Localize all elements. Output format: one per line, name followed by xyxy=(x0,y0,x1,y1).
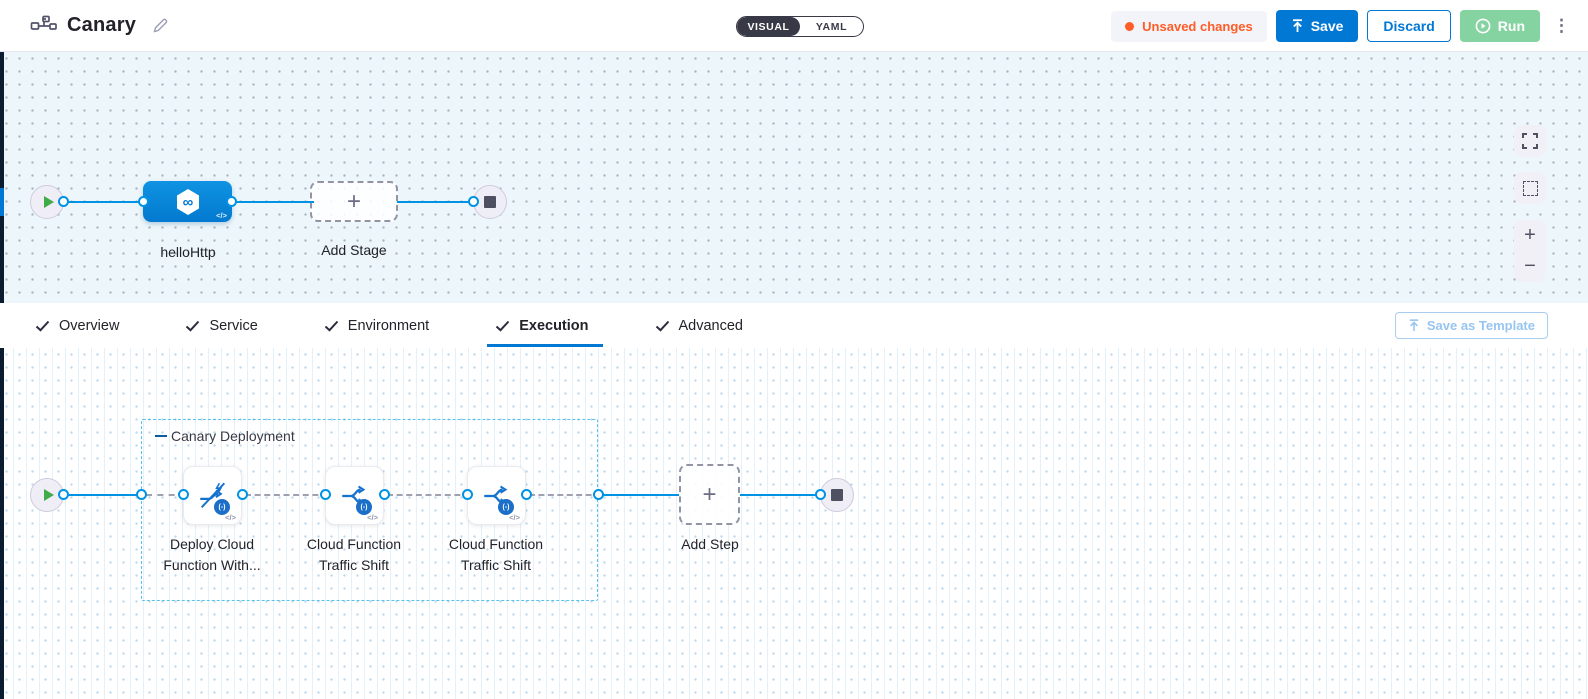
cloud-functions-badge-icon: (-) xyxy=(498,499,514,515)
connector-port[interactable] xyxy=(521,489,532,500)
connector-line xyxy=(62,494,144,496)
connector-port[interactable] xyxy=(320,489,331,500)
connector-port[interactable] xyxy=(58,489,69,500)
add-stage-label: Add Stage xyxy=(321,242,387,258)
pipeline-graph-icon xyxy=(30,15,57,37)
step-node-traffic-shift-2[interactable]: (-) </> xyxy=(467,466,526,525)
add-step-label: Add Step xyxy=(681,536,739,552)
collapse-dash-icon xyxy=(155,434,167,438)
add-step-button[interactable]: + xyxy=(679,464,740,525)
page-title: Canary xyxy=(67,14,137,36)
connector-port[interactable] xyxy=(138,196,149,207)
marquee-select-icon xyxy=(1522,180,1538,196)
stage-node-hellohttp[interactable]: ∞ </> xyxy=(143,181,232,222)
deploy-no-traffic-icon xyxy=(199,482,225,508)
toggle-yaml[interactable]: YAML xyxy=(815,20,848,33)
check-icon xyxy=(35,320,50,332)
connector-port[interactable] xyxy=(593,489,604,500)
connector-line xyxy=(245,494,328,496)
visual-yaml-toggle: VISUAL YAML xyxy=(736,16,864,37)
connector-port[interactable] xyxy=(468,196,479,207)
step-name-label: Cloud Function Traffic Shift xyxy=(448,536,544,573)
run-play-icon xyxy=(1475,18,1491,34)
fullscreen-button[interactable] xyxy=(1514,125,1546,157)
save-as-template-button[interactable]: Save as Template xyxy=(1394,312,1548,339)
step-node-traffic-shift-1[interactable]: (-) </> xyxy=(325,466,384,525)
connector-line xyxy=(740,494,822,496)
connector-port[interactable] xyxy=(136,489,147,500)
yaml-code-icon: </> xyxy=(367,513,378,522)
check-icon xyxy=(655,320,669,332)
tab-overview[interactable]: Overview xyxy=(33,303,121,348)
unsaved-dot-icon xyxy=(1125,21,1135,31)
connector-port[interactable] xyxy=(237,489,248,500)
tab-execution[interactable]: Execution xyxy=(487,303,603,348)
connector-port[interactable] xyxy=(815,489,826,500)
nav-edge-strip xyxy=(0,348,4,699)
zoom-controls: + − xyxy=(1514,220,1546,282)
connector-line xyxy=(397,201,477,203)
nav-edge-highlight xyxy=(0,188,4,216)
step-group-header[interactable]: Canary Deployment xyxy=(155,428,295,444)
check-icon xyxy=(186,320,200,332)
tab-advanced[interactable]: Advanced xyxy=(653,303,746,348)
connector-port[interactable] xyxy=(58,196,69,207)
yaml-code-icon: </> xyxy=(216,211,227,220)
stage-name-label: helloHttp xyxy=(160,244,216,260)
connector-line xyxy=(601,494,679,496)
svg-text:∞: ∞ xyxy=(182,194,193,211)
connector-line xyxy=(146,494,186,496)
cloud-function-hexagon-icon: ∞ xyxy=(172,186,204,218)
discard-button[interactable]: Discard xyxy=(1367,10,1451,42)
step-group-canary-deployment[interactable] xyxy=(141,419,598,601)
nav-edge-strip xyxy=(0,52,4,303)
publish-icon xyxy=(1409,319,1418,332)
check-icon xyxy=(496,320,510,332)
check-icon xyxy=(324,320,339,332)
header: Canary VISUAL YAML Unsaved changes xyxy=(0,0,1588,52)
execution-canvas[interactable]: Execution Rollback xyxy=(0,348,1588,699)
connector-port[interactable] xyxy=(178,489,189,500)
start-play-icon xyxy=(43,196,54,208)
unsaved-changes-badge: Unsaved changes xyxy=(1111,10,1267,42)
active-tab-underline xyxy=(487,344,603,347)
connector-line xyxy=(529,494,601,496)
connector-port[interactable] xyxy=(462,489,473,500)
cloud-functions-badge-icon: (-) xyxy=(214,499,230,515)
stop-square-icon xyxy=(831,489,843,501)
tab-service[interactable]: Service xyxy=(183,303,259,348)
step-node-deploy-cloud-function[interactable]: (-) </> xyxy=(183,466,242,525)
plus-icon: + xyxy=(346,187,361,215)
connector-line xyxy=(62,201,146,203)
marquee-select-button[interactable] xyxy=(1514,172,1546,204)
edit-title-pencil-icon[interactable] xyxy=(152,17,169,34)
stage-tabbar: Overview Service Environment Execution A… xyxy=(0,303,1588,348)
toggle-visual[interactable]: VISUAL xyxy=(737,17,800,36)
start-play-icon xyxy=(43,489,54,501)
pipeline-end-node[interactable] xyxy=(473,185,507,219)
tab-environment[interactable]: Environment xyxy=(322,303,431,348)
connector-port[interactable] xyxy=(379,489,390,500)
connector-line xyxy=(387,494,470,496)
stage-canvas[interactable]: ∞ </> helloHttp + Add Stage xyxy=(0,52,1588,303)
more-options-kebab-icon[interactable]: ⋮ xyxy=(1553,16,1570,35)
yaml-code-icon: </> xyxy=(225,513,236,522)
execution-end-node[interactable] xyxy=(820,478,854,512)
publish-icon xyxy=(1291,19,1304,33)
connector-port[interactable] xyxy=(226,196,237,207)
run-button[interactable]: Run xyxy=(1459,10,1540,42)
step-name-label: Deploy Cloud Function With... xyxy=(163,536,261,573)
step-name-label: Cloud Function Traffic Shift xyxy=(306,536,402,573)
save-button[interactable]: Save xyxy=(1275,10,1359,42)
connector-line xyxy=(230,201,314,203)
cloud-functions-badge-icon: (-) xyxy=(356,499,372,515)
zoom-out-button[interactable]: − xyxy=(1514,251,1546,282)
add-stage-button[interactable]: + xyxy=(310,181,398,222)
yaml-code-icon: </> xyxy=(509,513,520,522)
stop-square-icon xyxy=(484,196,496,208)
plus-icon: + xyxy=(702,480,717,508)
fullscreen-icon xyxy=(1522,133,1538,149)
zoom-in-button[interactable]: + xyxy=(1514,220,1546,251)
